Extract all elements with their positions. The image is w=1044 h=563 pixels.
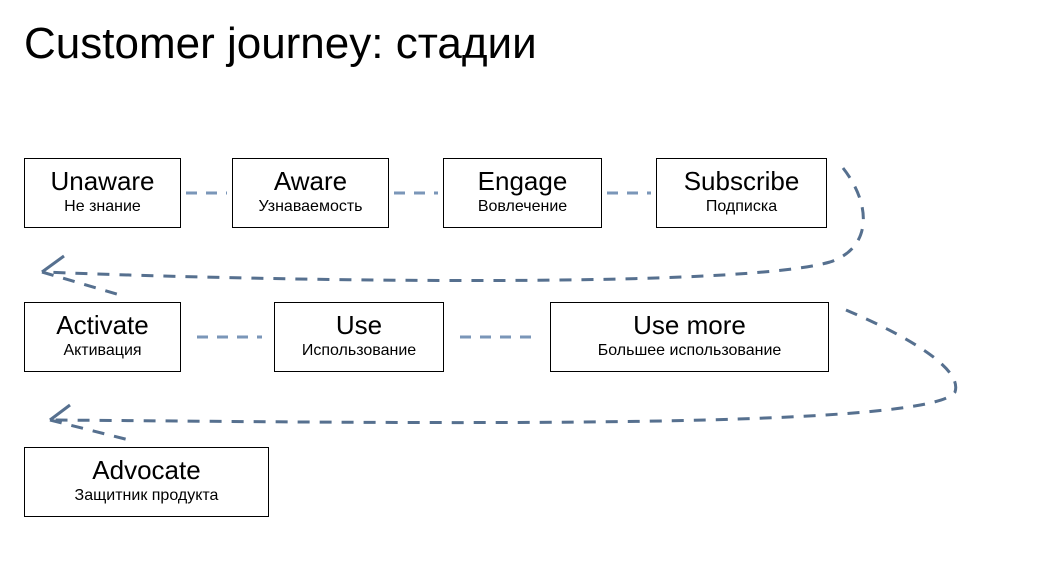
stage-title-en: Use more <box>633 310 746 340</box>
stage-title-ru: Большее использование <box>597 342 782 359</box>
arrowhead-advocate-lower-barb <box>49 418 134 443</box>
stage-title-ru: Использование <box>301 342 417 359</box>
stage-title-ru: Активация <box>63 342 142 359</box>
stage-box-advocate[interactable]: Advocate Защитник продукта <box>24 447 269 517</box>
stage-box-aware[interactable]: Aware Узнаваемость <box>232 158 389 228</box>
arrowhead-activate-upper-barb <box>41 254 65 274</box>
arrowhead-activate-lower-barb <box>41 270 121 297</box>
stage-box-subscribe[interactable]: Subscribe Подписка <box>656 158 827 228</box>
stage-box-engage[interactable]: Engage Вовлечение <box>443 158 602 228</box>
stage-title-en: Advocate <box>92 455 201 485</box>
stage-box-unaware[interactable]: Unaware Не знание <box>24 158 181 228</box>
stage-title-en: Subscribe <box>683 166 800 196</box>
page-title: Customer journey: стадии <box>24 19 537 68</box>
stage-title-en: Use <box>335 310 383 340</box>
arrowhead-advocate-upper-barb <box>49 403 71 422</box>
stage-box-use[interactable]: Use Использование <box>274 302 444 372</box>
stage-title-ru: Защитник продукта <box>74 487 219 504</box>
stage-title-en: Engage <box>477 166 568 196</box>
stage-title-en: Activate <box>56 310 149 340</box>
stage-title-ru: Вовлечение <box>477 198 568 215</box>
stage-title-en: Unaware <box>50 166 155 196</box>
stage-title-ru: Узнаваемость <box>258 198 363 215</box>
stage-box-use-more[interactable]: Use more Большее использование <box>550 302 829 372</box>
stage-box-activate[interactable]: Activate Активация <box>24 302 181 372</box>
stage-title-en: Aware <box>273 166 348 196</box>
stage-title-ru: Подписка <box>705 198 778 215</box>
stage-title-ru: Не знание <box>64 198 141 215</box>
